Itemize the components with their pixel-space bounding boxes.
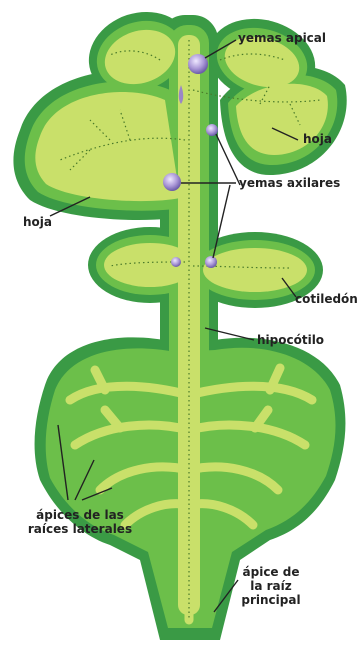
label-main-root-tip-line3: principal xyxy=(228,593,314,607)
label-cotyledon: cotiledón xyxy=(295,292,358,306)
label-lateral-root-tips-line2: raíces laterales xyxy=(20,522,140,536)
axillary-bud-middle xyxy=(163,173,181,191)
label-lateral-root-tips-line1: ápices de las xyxy=(20,508,140,522)
label-lateral-root-tips: ápices de las raíces laterales xyxy=(20,508,140,536)
label-leaf-left: hoja xyxy=(23,215,52,229)
axillary-bud-lower-right xyxy=(205,256,217,268)
label-hypocotyl: hipocótilo xyxy=(257,333,324,347)
label-main-root-tip: ápice de la raíz principal xyxy=(228,565,314,607)
label-axillary-buds: yemas axilares xyxy=(239,176,340,190)
axillary-bud-lower-left xyxy=(171,257,181,267)
label-main-root-tip-line1: ápice de xyxy=(228,565,314,579)
label-main-root-tip-line2: la raíz xyxy=(228,579,314,593)
label-leaf-right: hoja xyxy=(303,132,332,146)
apical-bud xyxy=(188,54,208,74)
label-apical-bud: yemas apical xyxy=(238,31,326,45)
